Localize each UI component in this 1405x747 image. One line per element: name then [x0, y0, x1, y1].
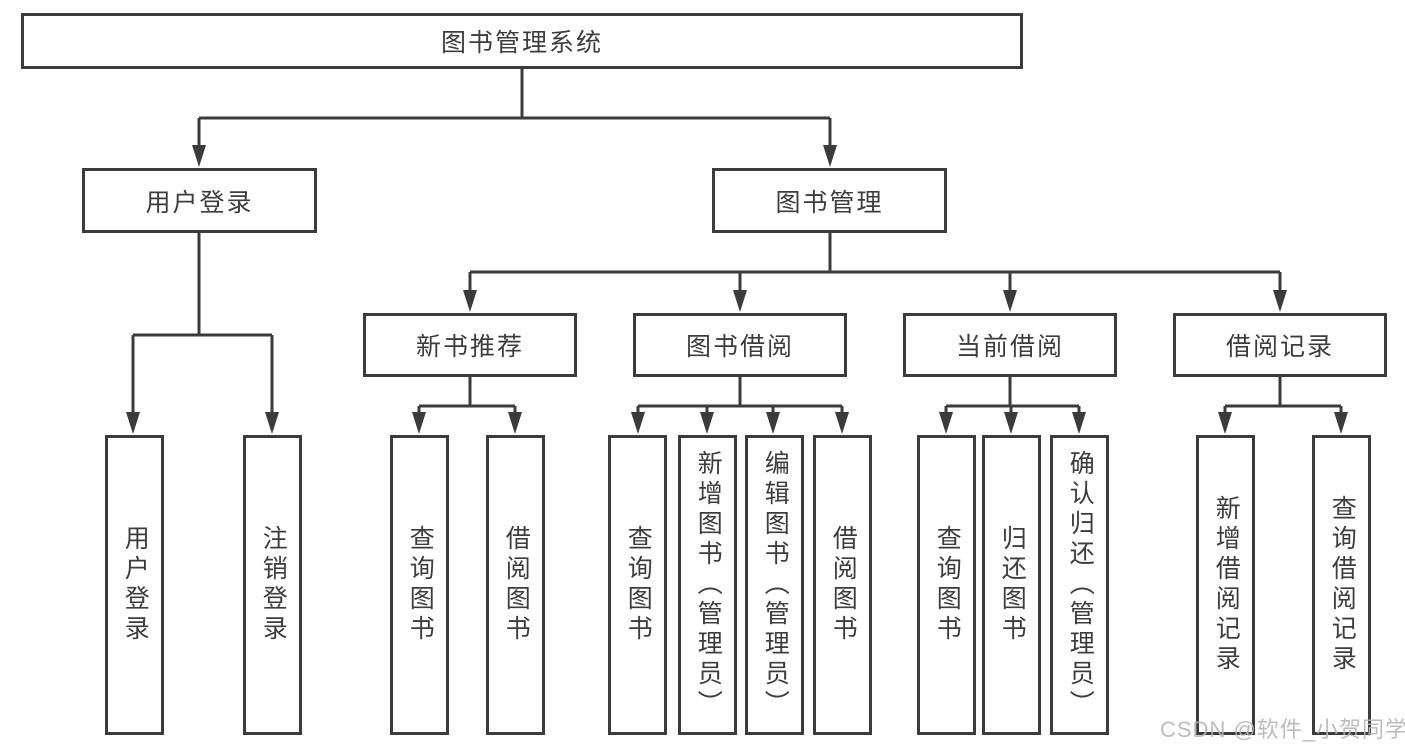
node-book-borrow-label: 图书借阅 [685, 333, 794, 361]
leaf-return-book-label: 归还图书 [998, 525, 1027, 645]
leaf-borrow-books-recommend-label: 借阅图书 [502, 525, 531, 645]
node-book-management: 图书管理 [712, 168, 947, 233]
leaf-query-books-recommend: 查询图书 [390, 435, 449, 735]
node-user-login: 用户登录 [82, 168, 317, 233]
leaf-query-books-borrow-label: 查询图书 [624, 525, 653, 645]
leaf-query-books-current-label: 查询图书 [933, 525, 962, 645]
leaf-add-book-admin-label: 新增图书（管理员） [694, 450, 723, 720]
node-root: 图书管理系统 [21, 13, 1023, 69]
leaf-confirm-return-admin: 确认归还（管理员） [1050, 435, 1109, 735]
leaf-user-login-label: 用户登录 [121, 525, 150, 645]
leaf-return-book: 归还图书 [982, 435, 1041, 735]
leaf-add-borrow-record-label: 新增借阅记录 [1212, 495, 1241, 675]
leaf-query-books-recommend-label: 查询图书 [406, 525, 435, 645]
leaf-add-borrow-record: 新增借阅记录 [1196, 435, 1255, 735]
node-current-borrow-label: 当前借阅 [955, 333, 1064, 361]
leaf-confirm-return-admin-label: 确认归还（管理员） [1066, 450, 1095, 720]
node-book-borrow: 图书借阅 [633, 313, 847, 377]
leaf-logout: 注销登录 [243, 435, 302, 735]
leaf-borrow-books-recommend: 借阅图书 [486, 435, 545, 735]
node-current-borrow: 当前借阅 [903, 313, 1117, 377]
node-borrow-records: 借阅记录 [1173, 313, 1387, 377]
node-root-label: 图书管理系统 [440, 29, 603, 57]
node-book-management-label: 图书管理 [775, 188, 884, 217]
leaf-query-books-borrow: 查询图书 [608, 435, 667, 735]
node-user-login-label: 用户登录 [145, 188, 254, 217]
leaf-query-borrow-record: 查询借阅记录 [1312, 435, 1371, 735]
leaf-borrow-books: 借阅图书 [813, 435, 872, 735]
leaf-edit-book-admin: 编辑图书（管理员） [745, 435, 804, 735]
csdn-watermark: CSDN @软件_小贺同学 [1160, 717, 1405, 742]
leaf-user-login: 用户登录 [105, 435, 164, 735]
leaf-borrow-books-label: 借阅图书 [829, 525, 858, 645]
leaf-edit-book-admin-label: 编辑图书（管理员） [761, 450, 790, 720]
leaf-query-books-current: 查询图书 [917, 435, 976, 735]
node-new-book-recommend: 新书推荐 [363, 313, 577, 377]
leaf-query-borrow-record-label: 查询借阅记录 [1328, 495, 1357, 675]
leaf-logout-label: 注销登录 [259, 525, 288, 645]
leaf-add-book-admin: 新增图书（管理员） [678, 435, 737, 735]
node-new-book-recommend-label: 新书推荐 [415, 333, 524, 361]
node-borrow-records-label: 借阅记录 [1225, 333, 1334, 361]
